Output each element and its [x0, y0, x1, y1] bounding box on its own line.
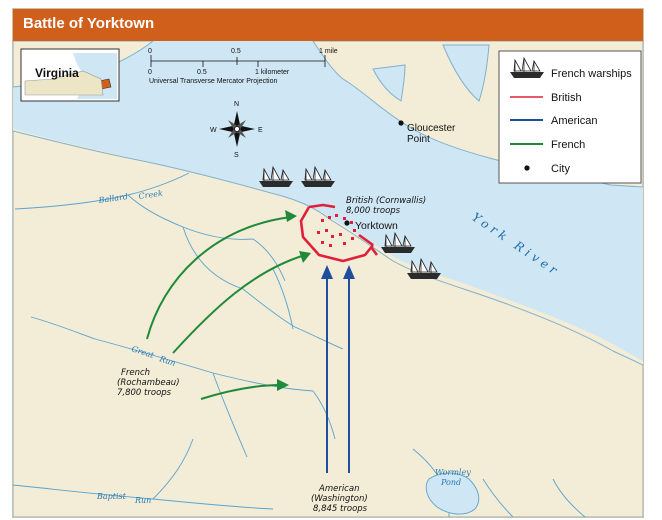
british-positions: [317, 214, 356, 247]
french-force-label-3: 7,800 troops: [117, 388, 172, 398]
american-arrowheads: [321, 265, 355, 279]
scale-km-0: 0: [148, 69, 152, 76]
american-movement: [326, 277, 350, 473]
baptist-label-1: Baptist: [96, 492, 127, 501]
map-canvas: Virginia 0 0.5 1 mile 0 0.5 1 kilometer …: [13, 9, 643, 517]
wormley-pond: [425, 472, 480, 515]
inset-label: Virginia: [35, 66, 79, 80]
scale-bar: [150, 55, 326, 67]
virginia-inset: [20, 48, 120, 102]
yorktown-city-dot: [344, 220, 350, 226]
british-fort-tail: [369, 246, 379, 256]
projection-label: Universal Transverse Mercator Projection: [149, 78, 277, 85]
british-force-label-2: 8,000 troops: [346, 206, 401, 216]
gloucester-label-1: Gloucester: [407, 123, 456, 134]
compass-w: W: [210, 127, 217, 134]
wormley-label-1: Wormley: [435, 468, 471, 477]
north-bay-2: [372, 64, 406, 102]
wormley-label-2: Pond: [440, 478, 461, 487]
scale-mile-0: 0: [148, 48, 152, 55]
compass-n: N: [234, 101, 239, 108]
american-force-label-3: 8,845 troops: [313, 504, 368, 514]
ballard-label-1: Ballard: [97, 192, 128, 205]
legend-label-british: British: [551, 92, 582, 104]
legend-label-american: American: [551, 115, 597, 127]
american-force-label-2: (Washington): [311, 494, 368, 504]
scale-mile-1: 1 mile: [319, 48, 338, 55]
french-arrowheads: [277, 210, 311, 391]
legend-label-city: City: [551, 163, 570, 175]
british-fortifications: [299, 203, 375, 263]
gloucester-city-dot: [398, 120, 404, 126]
scale-km-1: 1 kilometer: [255, 69, 290, 76]
title-bar: Battle of Yorktown: [13, 9, 643, 41]
legend-label-french: French: [551, 139, 585, 151]
gloucester-label-2: Point: [407, 134, 430, 145]
french-force-label-2: (Rochambeau): [117, 378, 180, 388]
legend-label-warships: French warships: [551, 68, 632, 80]
yorktown-label: Yorktown: [355, 220, 398, 232]
map-frame: Virginia 0 0.5 1 mile 0 0.5 1 kilometer …: [12, 8, 644, 518]
compass-icon: [219, 111, 255, 147]
ballard-label-2: Creek: [138, 189, 163, 201]
british-force-label-1: British (Cornwallis): [346, 196, 426, 206]
scale-km-half: 0.5: [197, 69, 207, 76]
map-title: Battle of Yorktown: [23, 15, 155, 32]
french-movement: [146, 216, 306, 400]
baptist-label-2: Run: [134, 496, 151, 505]
compass-s: S: [234, 152, 239, 159]
american-force-label-1: American: [318, 484, 359, 494]
north-bay-1: [442, 44, 490, 102]
legend-city-dot: [524, 165, 530, 171]
french-force-label-1: French: [121, 368, 150, 378]
scale-mile-half: 0.5: [231, 48, 241, 55]
compass-e: E: [258, 127, 263, 134]
